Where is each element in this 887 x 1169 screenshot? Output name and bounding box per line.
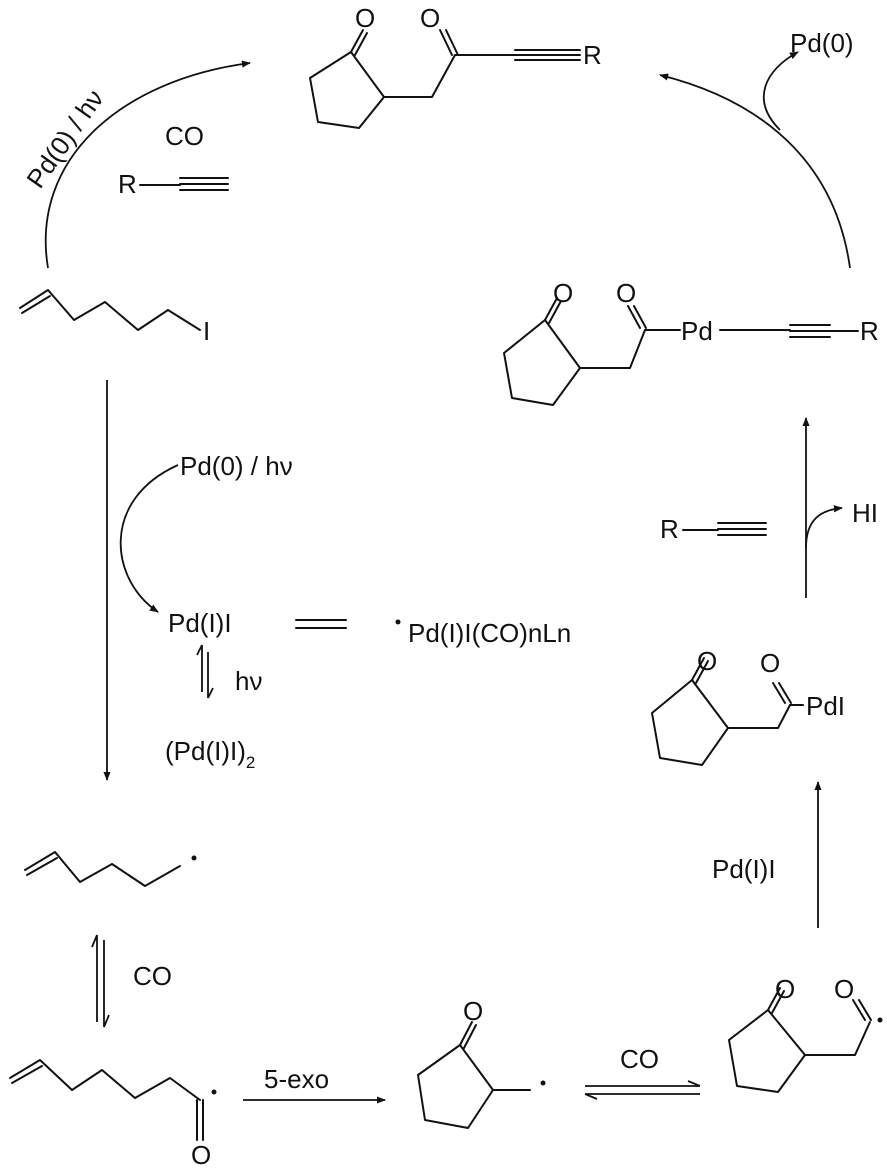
pd-dimer-main: (Pd(I)I) [165,736,246,766]
ring-oxygen-label-pdalk: O [553,278,573,308]
palladium-label: Pd [681,316,713,346]
pd-activation-arrow [119,464,179,613]
arc-arrow-direct-carbonylation [44,60,251,269]
acyl-radical: O [9,1059,217,1169]
co-label-bottom: CO [620,1044,659,1074]
terminal-alkyne-top: R [118,169,229,199]
product-alkynone: O O R [309,3,602,129]
r-group-label: R [583,40,602,70]
pd0-hv-arc-label: Pd(0) / hν [20,84,109,194]
acyl-oxygen-label: O [420,3,440,33]
five-exo-label: 5-exo [264,1064,329,1094]
cyclopentanone-acyl-radical: O O [728,974,883,1093]
pd1-iodide-label: Pd(I)I [168,608,232,638]
pd1-iodide-label-right: Pd(I)I [712,854,776,884]
acyl-oxygen-label-pdalk: O [616,278,636,308]
acyl-oxygen-label-left: O [191,1140,211,1169]
ring-oxygen-label-pdi: O [697,646,717,676]
hi-release-arrow [805,505,843,549]
acyl-oxygen-label-pdi: O [760,648,780,678]
dimer-equilibrium-arrows [196,644,214,699]
co-equilibrium-arrows-bottom [584,1080,701,1100]
acyl-oxygen-label-br: O [834,974,854,1004]
alkyne-r-label-right: R [660,514,679,544]
r-group-label-pdalk: R [860,316,879,346]
alkyne-r-label: R [118,169,137,199]
radical-dot [395,619,401,625]
hi-label: HI [852,498,878,528]
co-equilibrium-arrows-left [91,934,110,1028]
equivalence-sign [295,619,347,629]
pd0-hv-label-inner: Pd(0) / hν [180,451,293,481]
ring-oxygen-label-bottom: O [463,996,483,1026]
pd-dimer-subscript: 2 [246,753,255,772]
co-label-top: CO [165,121,204,151]
acyl-pd-alkynyl: O O Pd R [503,278,879,406]
pd-iodide-label: PdI [806,691,845,721]
pd0-release-arrow [762,51,799,131]
iodopentene: I [19,289,210,346]
hv-dimer-label: hν [235,666,262,696]
iodine-label: I [203,316,210,346]
ring-oxygen-label-br: O [775,974,795,1004]
acyl-pd-iodide: O O PdI [651,646,845,766]
terminal-alkyne-right: R [660,514,767,544]
ketone-oxygen-label: O [355,3,375,33]
pd0-release-label: Pd(0) [790,28,854,58]
pd1-complex-label: Pd(I)I(CO)nLn [408,618,571,648]
co-label-left: CO [133,961,172,991]
cyclopentanone-methyl-radical: O [417,996,546,1129]
arc-arrow-reductive-elimination [659,73,851,269]
pd-dimer-label: (Pd(I)I)2 [165,736,255,772]
pentenyl-radical [24,851,197,887]
